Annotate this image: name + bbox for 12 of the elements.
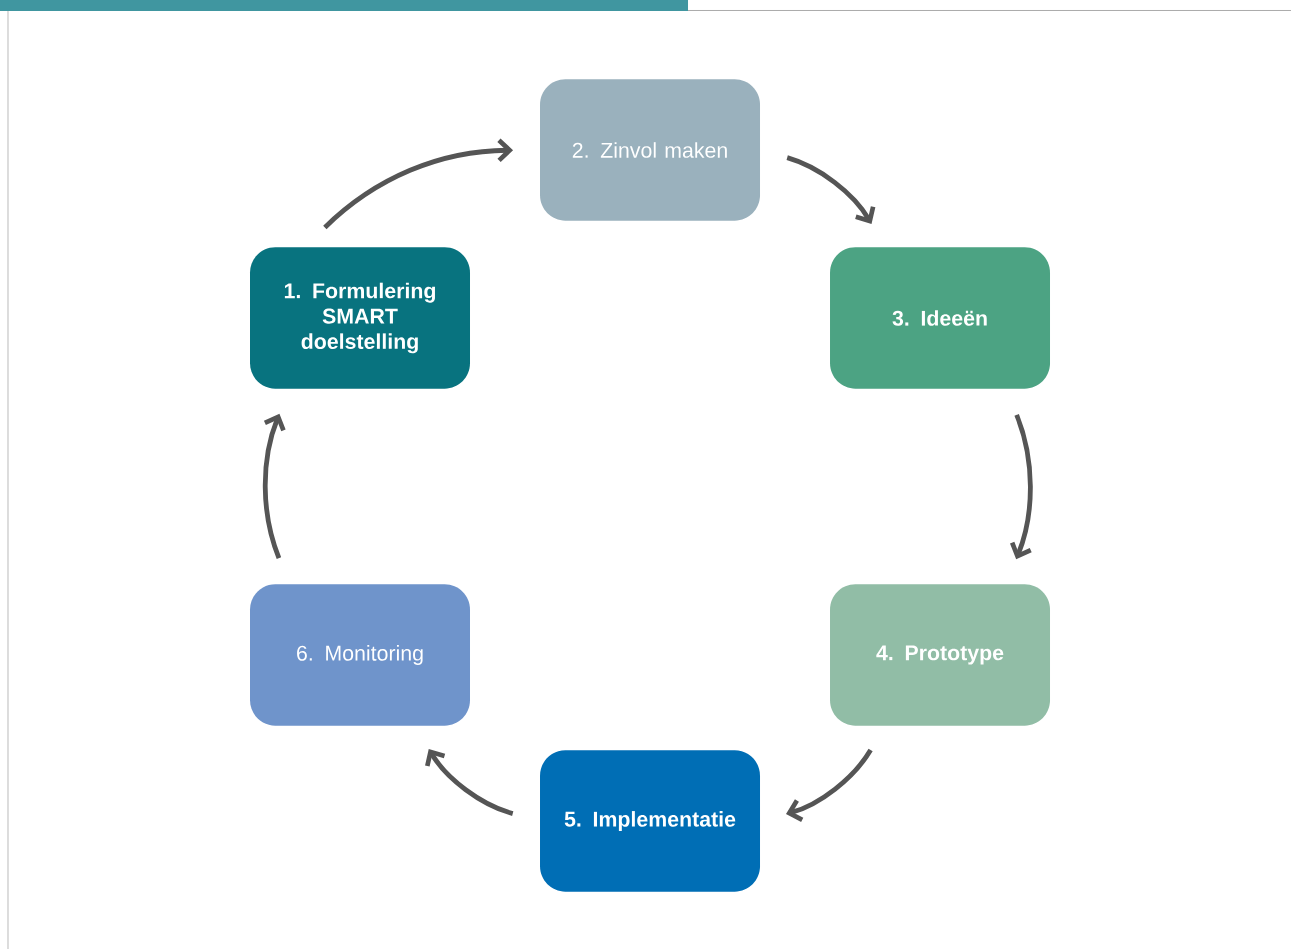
process-box: 2. Zinvol maken	[540, 79, 760, 221]
arrow	[786, 748, 873, 822]
process-box: 3. Ideeën	[830, 247, 1050, 389]
process-box: 6. Monitoring	[250, 584, 470, 726]
arrow	[786, 155, 876, 224]
process-box: 4. Prototype	[830, 584, 1050, 726]
process-box: 1. Formulering SMART doelstelling	[250, 247, 470, 389]
arrow	[323, 138, 514, 230]
process-box: 5. Implementatie	[540, 750, 760, 892]
arrow	[262, 413, 286, 559]
arrow	[425, 748, 514, 816]
arrow	[1010, 414, 1033, 560]
